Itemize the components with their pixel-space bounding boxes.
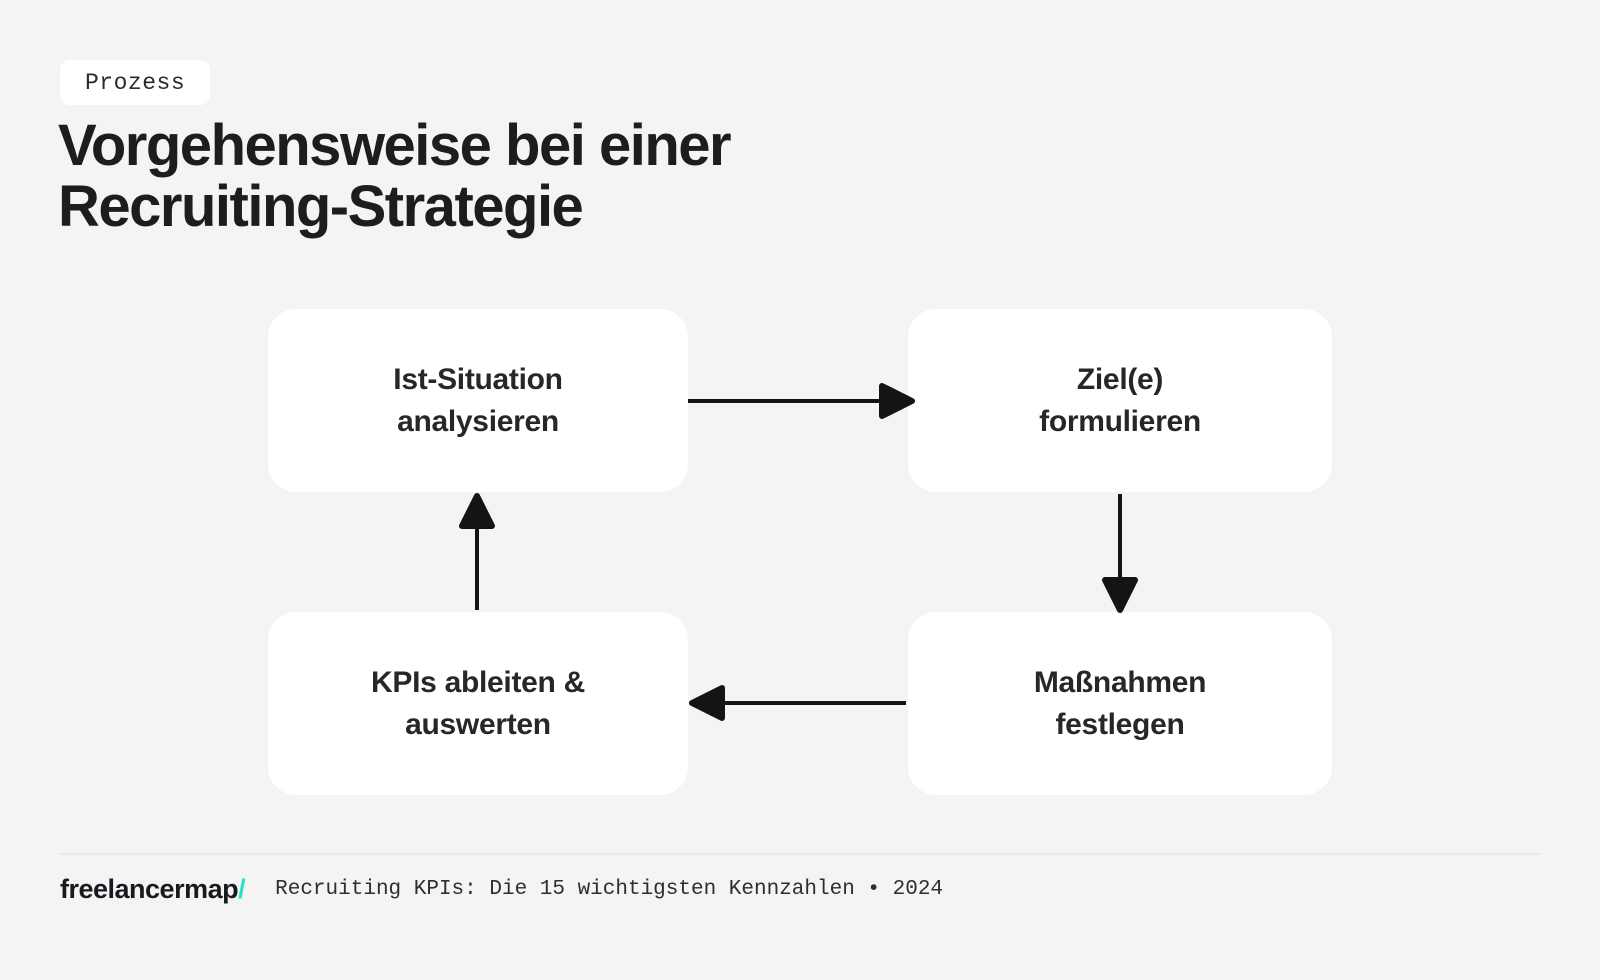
brand-logo-slash-icon: / xyxy=(238,873,246,904)
source-caption: Recruiting KPIs: Die 15 wichtigsten Kenn… xyxy=(275,877,944,901)
process-step-label: festlegen xyxy=(1055,707,1185,741)
brand-logo: freelancermap/ xyxy=(60,873,246,905)
process-step-label: Maßnahmen xyxy=(1033,666,1207,700)
page-title-line-1: Vorgehensweise bei einer xyxy=(58,113,732,178)
footer: freelancermap/ Recruiting KPIs: Die 15 w… xyxy=(60,869,943,909)
arrow-right-icon xyxy=(688,383,915,419)
category-badge-label: Prozess xyxy=(85,69,186,96)
process-step-label: KPIs ableiten & xyxy=(371,666,585,700)
arrow-left-icon xyxy=(689,685,906,721)
process-step-ziele: Ziel(e) formulieren xyxy=(908,309,1332,492)
page-title: Vorgehensweise bei einer Recruiting-Stra… xyxy=(58,113,732,239)
process-step-label: analysieren xyxy=(397,404,559,438)
footer-divider xyxy=(60,853,1540,855)
process-step-label: Ist-Situation xyxy=(393,363,563,397)
process-step-label: formulieren xyxy=(1039,404,1201,438)
category-badge: Prozess xyxy=(60,60,211,105)
process-step-massnahmen: Maßnahmen festlegen xyxy=(908,612,1332,795)
arrow-down-icon xyxy=(1102,494,1138,613)
process-step-label: auswerten xyxy=(405,707,551,741)
page-title-line-2: Recruiting-Strategie xyxy=(58,173,584,239)
brand-logo-text: freelancermap xyxy=(60,873,239,904)
process-step-ist-situation: Ist-Situation analysieren xyxy=(268,309,688,492)
arrow-up-icon xyxy=(459,493,495,610)
process-step-label: Ziel(e) xyxy=(1076,363,1164,397)
process-step-kpis: KPIs ableiten & auswerten xyxy=(268,612,688,795)
